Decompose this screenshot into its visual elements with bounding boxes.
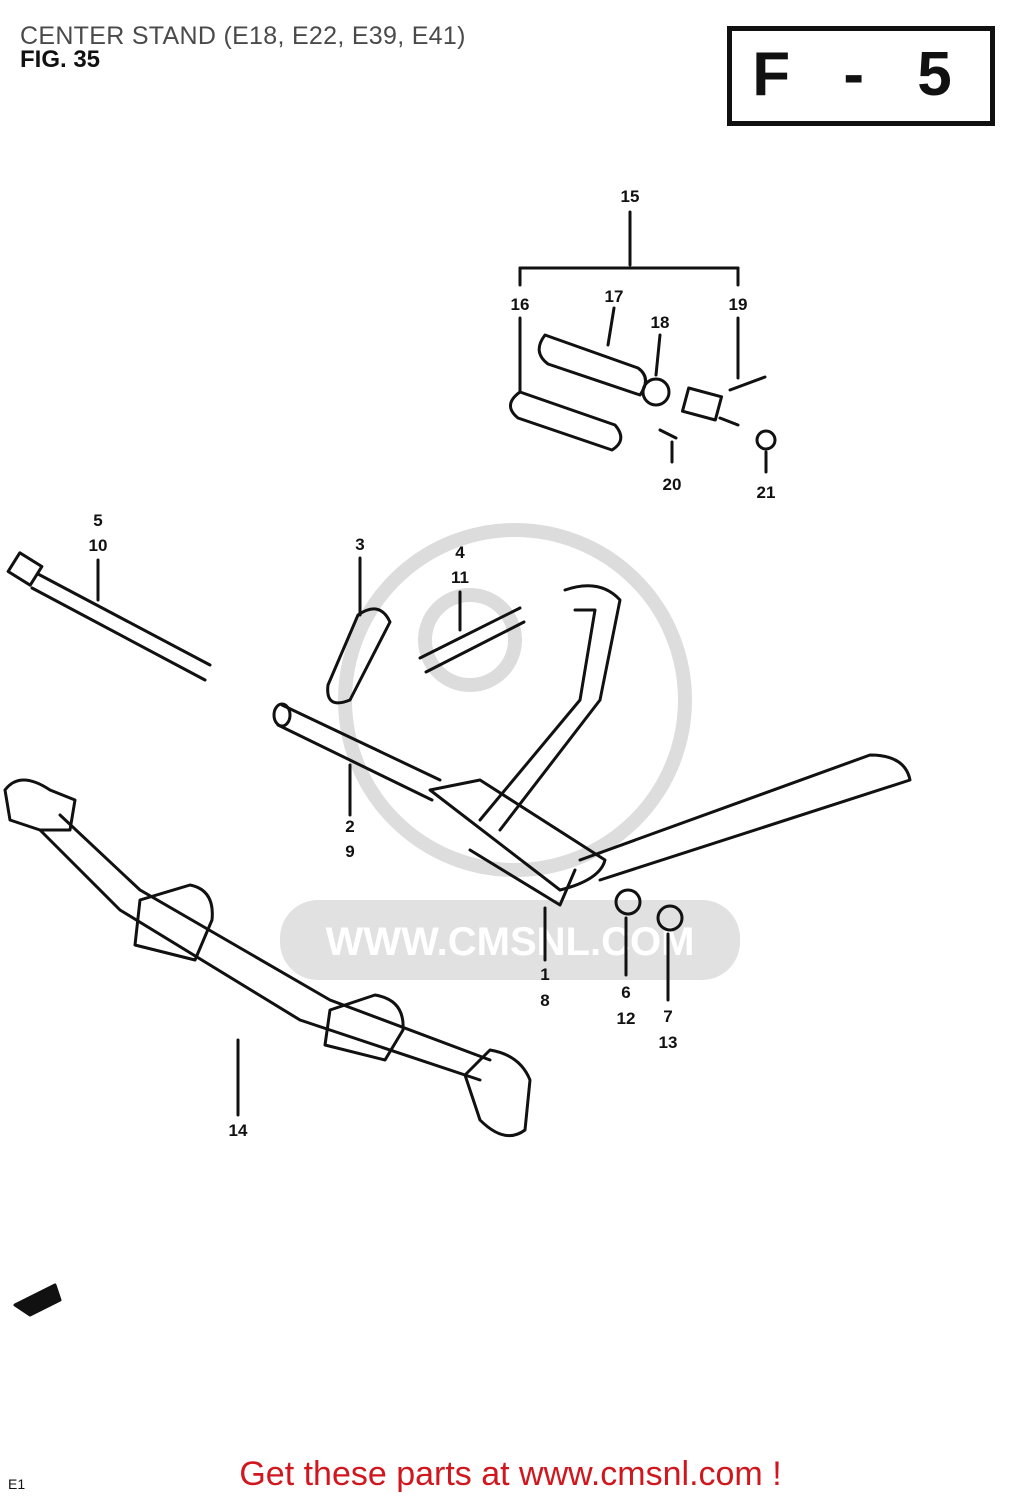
pivot-shaft <box>272 702 442 817</box>
callout-15: 15 <box>621 187 640 206</box>
figure-label: FIG. 35 <box>20 46 101 73</box>
pivot-bolt <box>6 551 212 682</box>
nuts <box>614 888 684 1002</box>
callout-1: 1 <box>540 965 549 984</box>
callout-4: 4 <box>455 543 465 562</box>
center-stand <box>428 584 912 962</box>
callout-16: 16 <box>511 295 530 314</box>
callout-2: 2 <box>345 817 354 836</box>
callout-3: 3 <box>355 535 364 554</box>
corner-code: E1 <box>8 1476 26 1492</box>
watermark-text: WWW.CMSNL.COM <box>326 920 695 964</box>
callout-13: 13 <box>659 1033 678 1052</box>
callout-12: 12 <box>617 1009 636 1028</box>
spring-hook <box>326 556 392 705</box>
callout-10: 10 <box>89 536 108 555</box>
stand-frame <box>3 778 532 1138</box>
callout-21: 21 <box>757 483 776 502</box>
callout-11: 11 <box>451 568 469 587</box>
callout-6: 6 <box>621 983 630 1002</box>
diagram-title: CENTER STAND (E18, E22, E39, E41) <box>20 22 466 50</box>
callout-20: 20 <box>663 475 682 494</box>
direction-arrow-icon <box>13 1283 62 1317</box>
page-code: F - 5 <box>752 40 970 109</box>
callout-8: 8 <box>540 991 549 1010</box>
callout-14: 14 <box>229 1121 248 1140</box>
return-spring <box>418 590 526 674</box>
callout-19: 19 <box>729 295 748 314</box>
callout-9: 9 <box>345 842 354 861</box>
footer-banner: Get these parts at www.cmsnl.com ! <box>0 1455 1021 1494</box>
page-code-box: F - 5 <box>727 26 995 126</box>
footpeg-assembly <box>509 210 777 474</box>
callout-7: 7 <box>663 1007 672 1026</box>
footer-link[interactable]: Get these parts at www.cmsnl.com ! <box>239 1455 782 1493</box>
callout-17: 17 <box>605 287 624 306</box>
callout-5: 5 <box>93 511 102 530</box>
callout-18: 18 <box>651 313 670 332</box>
watermark-logo <box>280 523 740 980</box>
